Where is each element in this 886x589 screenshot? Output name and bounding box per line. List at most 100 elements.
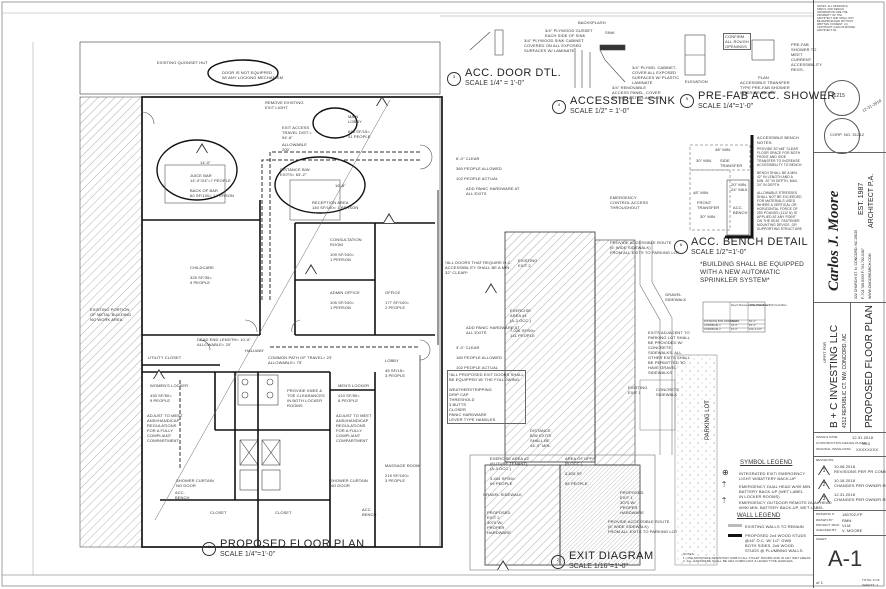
revision-desc: CHANGES PER OWNER REQUEST: [834, 483, 886, 488]
detail-bubble-5: 5: [680, 94, 694, 108]
bench-acc-label: ACC. BENCH: [733, 205, 748, 215]
table-cell: 63'-2": [749, 320, 756, 323]
note-accessible-route-top: PROVIDE ACCESSIBLE ROUTE (6' WIDE SIDEWA…: [610, 240, 680, 255]
revision-num: 3: [822, 496, 826, 502]
seal-stamp: 11215: [824, 80, 860, 116]
note-ada-doors: *ALL DOORS THAT REQUIRE H.C. ACCESSIBILI…: [445, 260, 512, 275]
title-block: NOTES: ALL DRAWINGS, SPECS, AND DESIGN I…: [813, 0, 886, 588]
architect-est: EST. 1987: [858, 182, 865, 215]
symbol-legend-title: SYMBOL LEGEND: [740, 460, 793, 466]
detail-scale-shower: SCALE 1/4"=1'-0": [698, 103, 754, 110]
note-exits-adjacent: EXITS ADJACENT TO PARKING LOT SHALL BE P…: [648, 330, 691, 375]
detail-bubble-4: 4: [552, 100, 566, 114]
room-mens-locker: MEN'S LOCKER 410 SF/50= 8 PEOPLE: [338, 383, 370, 403]
architect-logo: Carlos J. Moore: [826, 190, 842, 291]
signature-date: 12-31-2018: [861, 97, 883, 114]
sink-label: SINK: [605, 30, 615, 35]
detail-title-exit-diagram: EXIT DIAGRAM: [569, 550, 654, 562]
detail-title-door: ACC. DOOR DTL.: [465, 67, 562, 79]
revision-triangle-icon: [497, 560, 509, 570]
room-closet-1: CLOSET: [210, 510, 227, 515]
revisions-label: REVISIONS:: [816, 458, 835, 462]
label-hallway: HALLWAY: [245, 348, 265, 353]
exit-area-upfit: AREA OF UPFIT (B OCC.) 3,825 SF 85 PEOPL…: [565, 456, 597, 486]
room-main-lobby: MAIN LOBBY 648 SF/15= 41 PEOPLE: [348, 114, 371, 139]
exit-area-2: EXERCISE AREA #2 (FUTURE TENANT) (A-3 OC…: [490, 456, 529, 486]
table-cell: 104'-4 1/2": [749, 328, 763, 331]
shower-elevation-label: ELEVATION: [685, 79, 708, 84]
revision-desc: REVISIONS PER PR COMMENTS: [834, 469, 886, 474]
shower-plan-label: PLAN: [758, 75, 769, 80]
bench-dim: 24" MAX.: [731, 187, 749, 192]
detail-scale-door: SCALE 1/4" = 1'-0": [465, 80, 525, 87]
room-womens-locker: WOMEN'S LOCKER 430 SF/50= 9 PEOPLE: [150, 383, 189, 403]
bench-notes: PROVIDE 30"x48" CLEAR FLOOR SPACE FOR BO…: [757, 147, 804, 231]
issue-date: 12.31.2018: [852, 435, 874, 440]
detail-title-bench: ACC. BENCH DETAIL: [691, 236, 809, 248]
note-remove-exit-light: REMOVE EXISTING EXIT LIGHT: [265, 100, 304, 110]
sheet-title: PROPOSED FLOOR PLAN: [864, 305, 875, 428]
design-phase-label: CONSTRUCTION DESIGN PHASE:: [816, 441, 867, 445]
project-address: 4312 REPUBLIC CT. NW, CONCORD, NC: [842, 333, 848, 428]
label-acc-bench-w: ACC. BENCH: [175, 490, 190, 500]
room-juice-bar: JUICE BAR 14'-0"/24"=7 PEOPLE BACK OF BA…: [190, 173, 235, 198]
project-client: B + C INVESTING LLC: [829, 324, 840, 428]
legend-proposed-walls: PROPOSED 2x4 WOOD STUDS @16" O.C. W/ 1/2…: [745, 533, 807, 553]
sink-gusset-label: 3/4" PLYWOOD GUSSET EACH SIDE OF SINK: [545, 28, 593, 38]
bench-front-transfer: FRONT TRANSFER: [697, 200, 720, 210]
note-knee-clearance: PROVIDE KNEE & TOE CLEARANCES IN BOTH LO…: [287, 388, 325, 408]
note-emergency-control: EMERGENCY CONTROL ACCESS THROUGHOUT: [610, 195, 649, 210]
label-acc-bench-m: ACC. BENCH: [362, 507, 377, 517]
label-existing-exit-1: EXISTING EXIT 1: [628, 385, 648, 395]
revision-desc: CHANGES PER OWNER REQUEST: [834, 497, 886, 502]
table-cell: 63'-2": [749, 324, 756, 327]
exit-distance: DISTANCE B/W EXITS SHALL BE 44'-0" MIN.: [530, 428, 552, 448]
shower-confirm-note: CONFIRM ALL ROUGH OPENINGS: [723, 33, 751, 50]
revision-triangle-icon: [383, 213, 395, 223]
drawing-no: 180702-FP: [842, 512, 863, 517]
table-cell: 44'-0": [731, 328, 738, 331]
detail-bubble-6: 6: [674, 240, 688, 254]
revision-date: 10.18.2018: [834, 478, 856, 483]
room-lobby: LOBBY 45 SF/15= 3 PEOPLE: [385, 358, 406, 378]
room-childcare: CHILDCARE 325 SF/35= 9 PEOPLE: [190, 265, 215, 285]
table-cell: DISTANCE B/W GRAB BARS: [704, 320, 740, 323]
label-existing-portion: EXISTING PORTION OF METAL BUILDING NO WO…: [90, 307, 132, 322]
legend-exit-light: INTEGRATED EXIT/ EMERGENCY LIGHT W/BATTE…: [739, 471, 806, 481]
table-header: Actual Distance B/W Grab Bars: [749, 304, 787, 307]
table-cell: CORRIDOR 1: [704, 324, 721, 327]
revision-triangle-icon: [305, 264, 317, 274]
detail-bubble-1: 1: [202, 542, 216, 556]
note-panic-hardware-1: ADD PANIC HARDWARE AT ALL EXITS: [466, 186, 520, 196]
emergency-outdoor-icon: ⍑: [722, 498, 727, 505]
sheet-label: SHEET:: [816, 537, 828, 541]
general-notes: NOTES: 1. USE MOISTURE RESISTANT GWB IN …: [683, 552, 812, 563]
revisions-block: REVISIONS: 1 10.08.2018 REVISIONS PER PR…: [814, 456, 886, 509]
revision-date: 12.31.2018: [834, 492, 856, 497]
label-existing-exit-2: EXISTING EXIT 2: [518, 258, 538, 268]
detail-title-sink: ACCESSIBLE SINK: [570, 95, 676, 107]
revision-num: 2: [822, 482, 826, 488]
exit-area-1: EXERCISE AREA #1 (A-3 OCC.) 7,026 SF/50=…: [510, 308, 536, 338]
drawing-no-label: DRAWING #:: [816, 512, 835, 516]
table-cell: 44'-0": [731, 324, 738, 327]
architect-block: Carlos J. Moore EST. 1987 ARCHITECT P.A.…: [814, 152, 886, 303]
bench-side-transfer: SIDE TRANSFER: [720, 158, 743, 168]
note-exit-travel: EXIT ACCESS TRAVEL DIST.= 94'-6": [282, 125, 312, 140]
note-distance-exits: DISTANCE B/W EXITS= 63'-2": [280, 167, 310, 177]
table-cell: CORRIDOR 2: [704, 328, 721, 331]
revision-num: 1: [822, 468, 826, 474]
drawn-by-label: DRAWN BY:: [816, 518, 834, 522]
design-phase: XXX: [862, 441, 871, 446]
label-gravel-sidewalk: GRAVEL SIDEWALK: [665, 292, 687, 302]
revision-triangle-icon: [376, 96, 388, 106]
legend-existing-walls: EXISTING WALLS TO REMAIN: [745, 524, 804, 529]
sheet-number: A-1: [828, 546, 863, 571]
bench-dim: 48" MIN.: [693, 190, 710, 195]
label-parking-lot: PARKING LOT: [705, 400, 711, 440]
detail-scale-bench: SCALE 1/2"=1'-0": [691, 249, 747, 256]
detail-scale-sink: SCALE 1/2" = 1'-0": [570, 108, 630, 115]
table-header: Req'd Distance B/W Grab Bars: [731, 304, 769, 307]
label-concrete-sidewalk: CONCRETE SIDEWALK: [656, 387, 680, 397]
bench-dim: 30" MIN.: [696, 158, 713, 163]
